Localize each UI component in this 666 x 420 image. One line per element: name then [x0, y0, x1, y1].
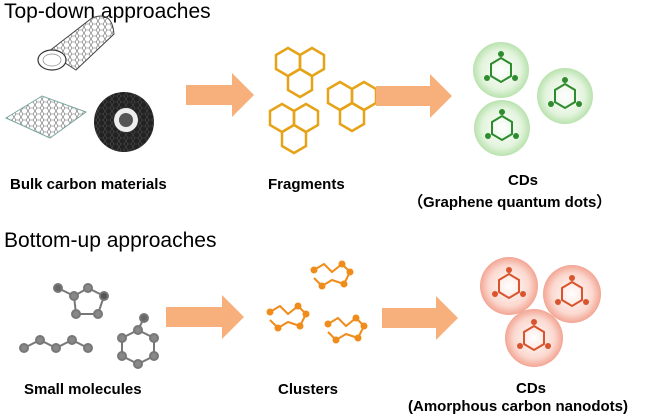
carbon-nanotube-icon: [37, 15, 115, 71]
acnd-sublabel: (Amorphous carbon nanodots): [408, 398, 628, 415]
carbon-onion-icon: [94, 92, 154, 152]
amorphous-carbon-nanodots-icon: [480, 257, 601, 367]
fragments-label: Fragments: [268, 176, 345, 193]
graphene-sheet-icon: [4, 95, 88, 139]
arrow-clusters-to-acnd: [382, 296, 458, 340]
clusters-label: Clusters: [278, 381, 339, 398]
acnd-cds-label: CDs: [516, 380, 547, 397]
arrow-bulk-to-fragments: [186, 73, 254, 117]
graphene-quantum-dots-icon: [473, 42, 593, 156]
gqd-sublabel: （Graphene quantum dots）: [408, 194, 612, 211]
arrow-molecules-to-clusters: [166, 295, 244, 339]
small-molecules-label: Small molecules: [24, 381, 142, 398]
gqd-cds-label: CDs: [508, 172, 539, 189]
small-molecules-icon: [19, 283, 159, 369]
arrow-fragments-to-gqd: [376, 74, 452, 118]
fragments-icon: [268, 46, 378, 155]
clusters-icon: [266, 260, 368, 344]
bulk-carbon-label: Bulk carbon materials: [10, 176, 167, 193]
top-down-heading: Top-down approaches: [4, 0, 211, 23]
bottom-up-heading: Bottom-up approaches: [4, 229, 217, 252]
